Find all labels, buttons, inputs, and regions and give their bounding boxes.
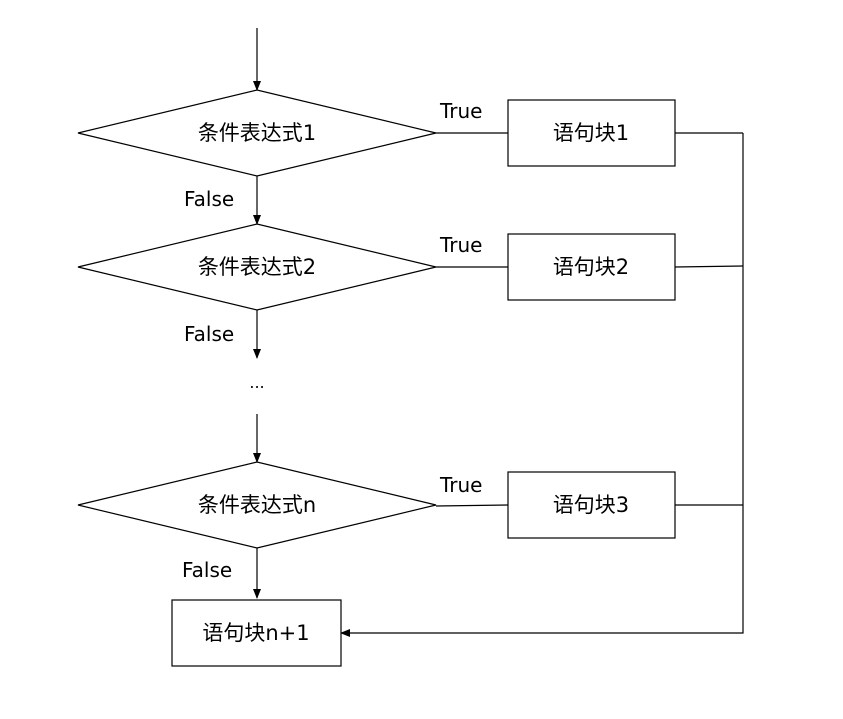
statement-block-3: 语句块3 — [507, 471, 676, 539]
ellipsis-marker: ... — [249, 373, 264, 392]
condition-label-n: 条件表达式n — [198, 493, 316, 517]
block-2-exit — [674, 265, 744, 268]
condition-node-2: 条件表达式2 — [77, 223, 437, 311]
false-label-2: False — [184, 322, 234, 346]
true-edge-n — [435, 504, 509, 507]
final-statement-block-label: 语句块n+1 — [202, 621, 309, 645]
statement-block-label-3: 语句块3 — [553, 493, 629, 517]
statement-block-label-2: 语句块2 — [553, 255, 629, 279]
merge-line — [340, 133, 744, 637]
statement-block-label-1: 语句块1 — [553, 121, 629, 145]
condition-node-1: 条件表达式1 — [77, 89, 437, 177]
final-statement-block: 语句块n+1 — [171, 599, 342, 667]
statement-block-1: 语句块1 — [507, 99, 676, 167]
true-label-2: True — [439, 233, 482, 257]
condition-diamond-n — [77, 461, 437, 549]
condition-label-2: 条件表达式2 — [198, 255, 316, 279]
false-label-n: False — [182, 558, 232, 582]
statement-block-rect-3 — [507, 471, 676, 539]
condition-node-n: 条件表达式n — [77, 461, 437, 549]
final-statement-block-rect — [171, 599, 342, 667]
statement-block-rect-1 — [507, 99, 676, 167]
condition-label-1: 条件表达式1 — [198, 121, 316, 145]
statement-block-2: 语句块2 — [507, 233, 676, 301]
true-label-n: True — [439, 473, 482, 497]
false-label-1: False — [184, 187, 234, 211]
true-label-1: True — [439, 99, 482, 123]
